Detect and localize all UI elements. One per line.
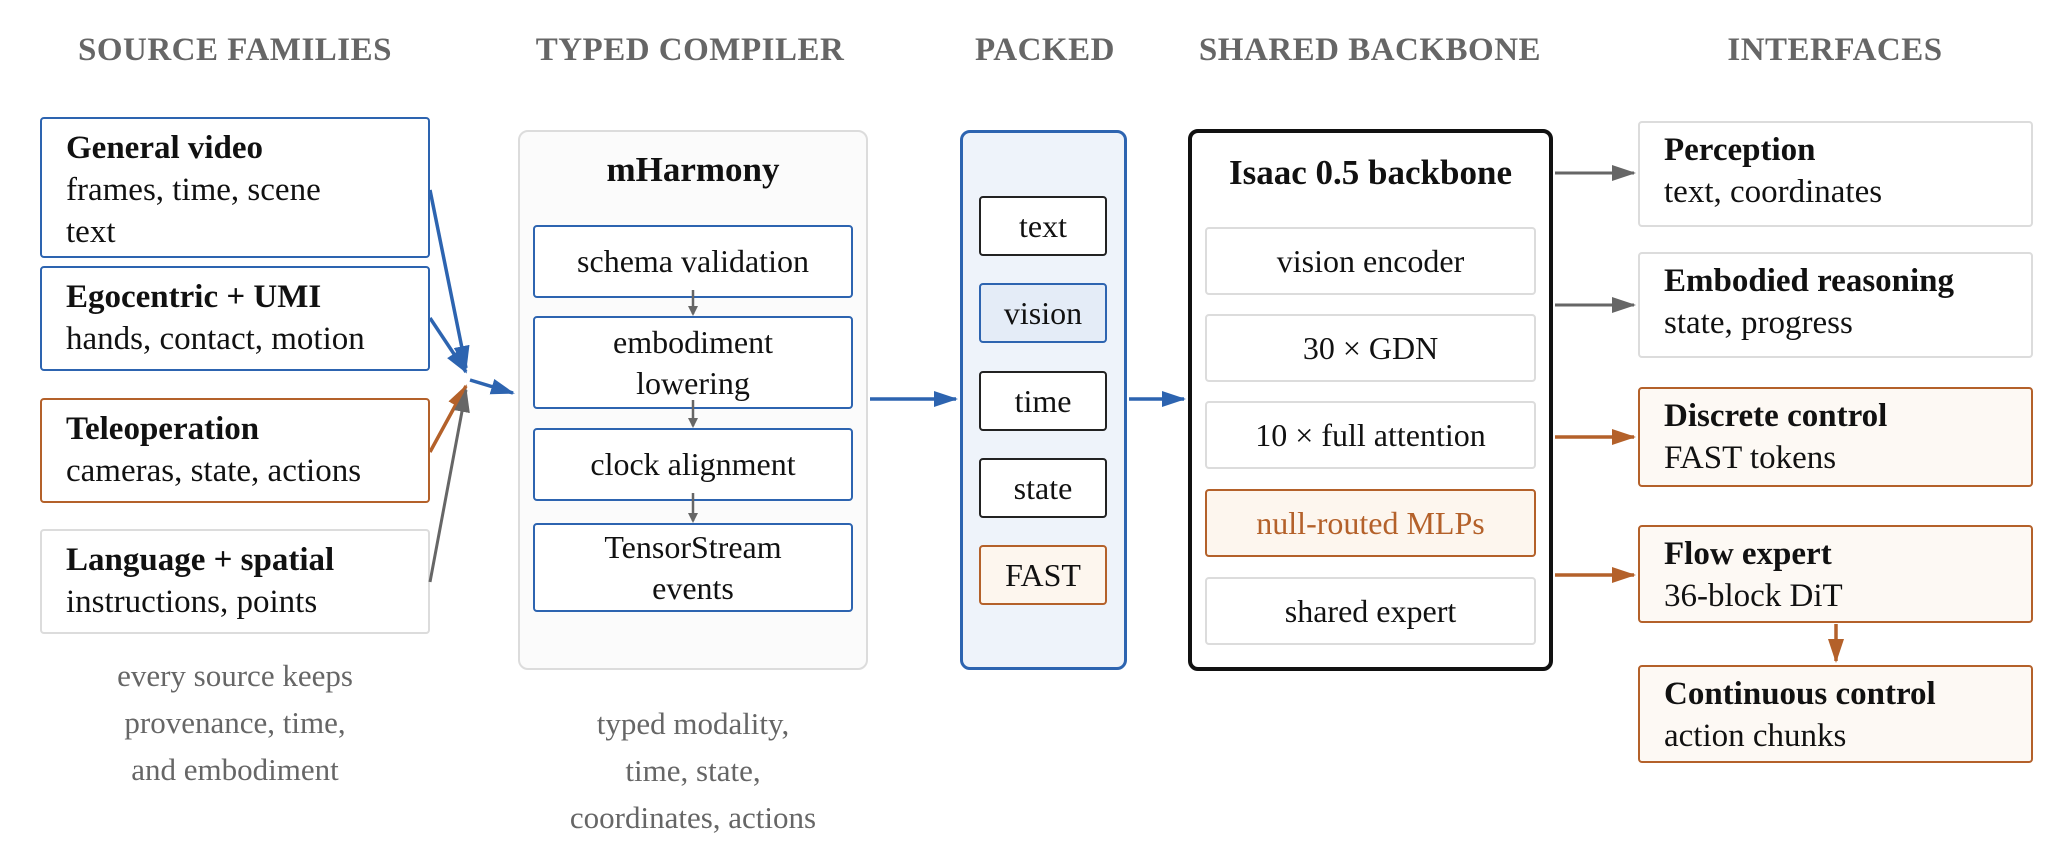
block-vision-encoder: vision encoder bbox=[1205, 227, 1536, 295]
block-null-routed-mlps: null-routed MLPs bbox=[1205, 489, 1536, 557]
interface-title: Continuous control bbox=[1664, 676, 1936, 712]
interface-title: Embodied reasoning bbox=[1664, 263, 1955, 299]
stage-tensorstream-events: TensorStream events bbox=[533, 523, 853, 612]
arrow-egocentric bbox=[428, 317, 468, 374]
interface-flow-expert: Flow expert 36-block DiT bbox=[1638, 525, 2033, 623]
header-shared-backbone: SHARED BACKBONE bbox=[1198, 32, 1542, 68]
compiler-title: mHarmony bbox=[606, 150, 780, 189]
header-typed-compiler: TYPED COMPILER bbox=[535, 32, 845, 68]
block-gdn: 30 × GDN bbox=[1205, 314, 1536, 382]
backbone-title: Isaac 0.5 backbone bbox=[1229, 153, 1512, 192]
stage-schema-validation: schema validation bbox=[533, 225, 853, 298]
arrow-general-video bbox=[428, 189, 470, 370]
stage-clock-alignment: clock alignment bbox=[533, 428, 853, 501]
source-egocentric-umi: Egocentric + UMI hands, contact, motion bbox=[40, 266, 430, 371]
source-teleoperation: Teleoperation cameras, state, actions bbox=[40, 398, 430, 503]
header-packed: PACKED bbox=[975, 32, 1115, 68]
packed-fast: FAST bbox=[979, 545, 1107, 605]
source-desc: hands, contact, motion bbox=[66, 321, 365, 357]
compiler-note: typed modality, time, state, coordinates… bbox=[569, 706, 817, 835]
interface-perception: Perception text, coordinates bbox=[1638, 121, 2033, 227]
block-full-attention: 10 × full attention bbox=[1205, 401, 1536, 469]
sources-note: every source keeps provenance, time, and… bbox=[117, 658, 353, 787]
source-general-video: General video frames, time, scene text bbox=[40, 117, 430, 258]
packed-vision: vision bbox=[979, 283, 1107, 343]
interface-title: Perception bbox=[1664, 132, 1816, 168]
header-interfaces: INTERFACES bbox=[1727, 32, 1943, 68]
arrow-language-spatial bbox=[428, 388, 470, 583]
source-desc: instructions, points bbox=[66, 584, 318, 620]
source-language-spatial: Language + spatial instructions, points bbox=[40, 529, 430, 634]
interface-continuous-control: Continuous control action chunks bbox=[1638, 665, 2033, 763]
interface-discrete-control: Discrete control FAST tokens bbox=[1638, 387, 2033, 487]
interface-title: Discrete control bbox=[1664, 398, 1888, 434]
interface-title: Flow expert bbox=[1664, 536, 1832, 572]
packed-state: state bbox=[979, 458, 1107, 518]
header-source-families: SOURCE FAMILIES bbox=[77, 32, 393, 68]
block-shared-expert: shared expert bbox=[1205, 577, 1536, 645]
source-title: General video bbox=[66, 130, 264, 166]
arrow-into-compiler bbox=[469, 378, 515, 395]
stage-embodiment-lowering: embodiment lowering bbox=[533, 316, 853, 409]
interface-desc: FAST tokens bbox=[1664, 440, 1837, 476]
source-title: Language + spatial bbox=[66, 542, 335, 578]
source-desc: text bbox=[66, 214, 116, 250]
source-title: Egocentric + UMI bbox=[66, 279, 322, 315]
interface-embodied-reasoning: Embodied reasoning state, progress bbox=[1638, 252, 2033, 358]
interface-desc: 36-block DiT bbox=[1664, 578, 1843, 614]
packed-time: time bbox=[979, 371, 1107, 431]
packed-text: text bbox=[979, 196, 1107, 256]
source-desc: cameras, state, actions bbox=[66, 453, 362, 489]
source-title: Teleoperation bbox=[66, 411, 260, 447]
interface-desc: text, coordinates bbox=[1664, 174, 1883, 210]
interface-desc: action chunks bbox=[1664, 718, 1847, 754]
source-desc: frames, time, scene bbox=[66, 172, 321, 208]
interface-desc: state, progress bbox=[1664, 305, 1853, 341]
